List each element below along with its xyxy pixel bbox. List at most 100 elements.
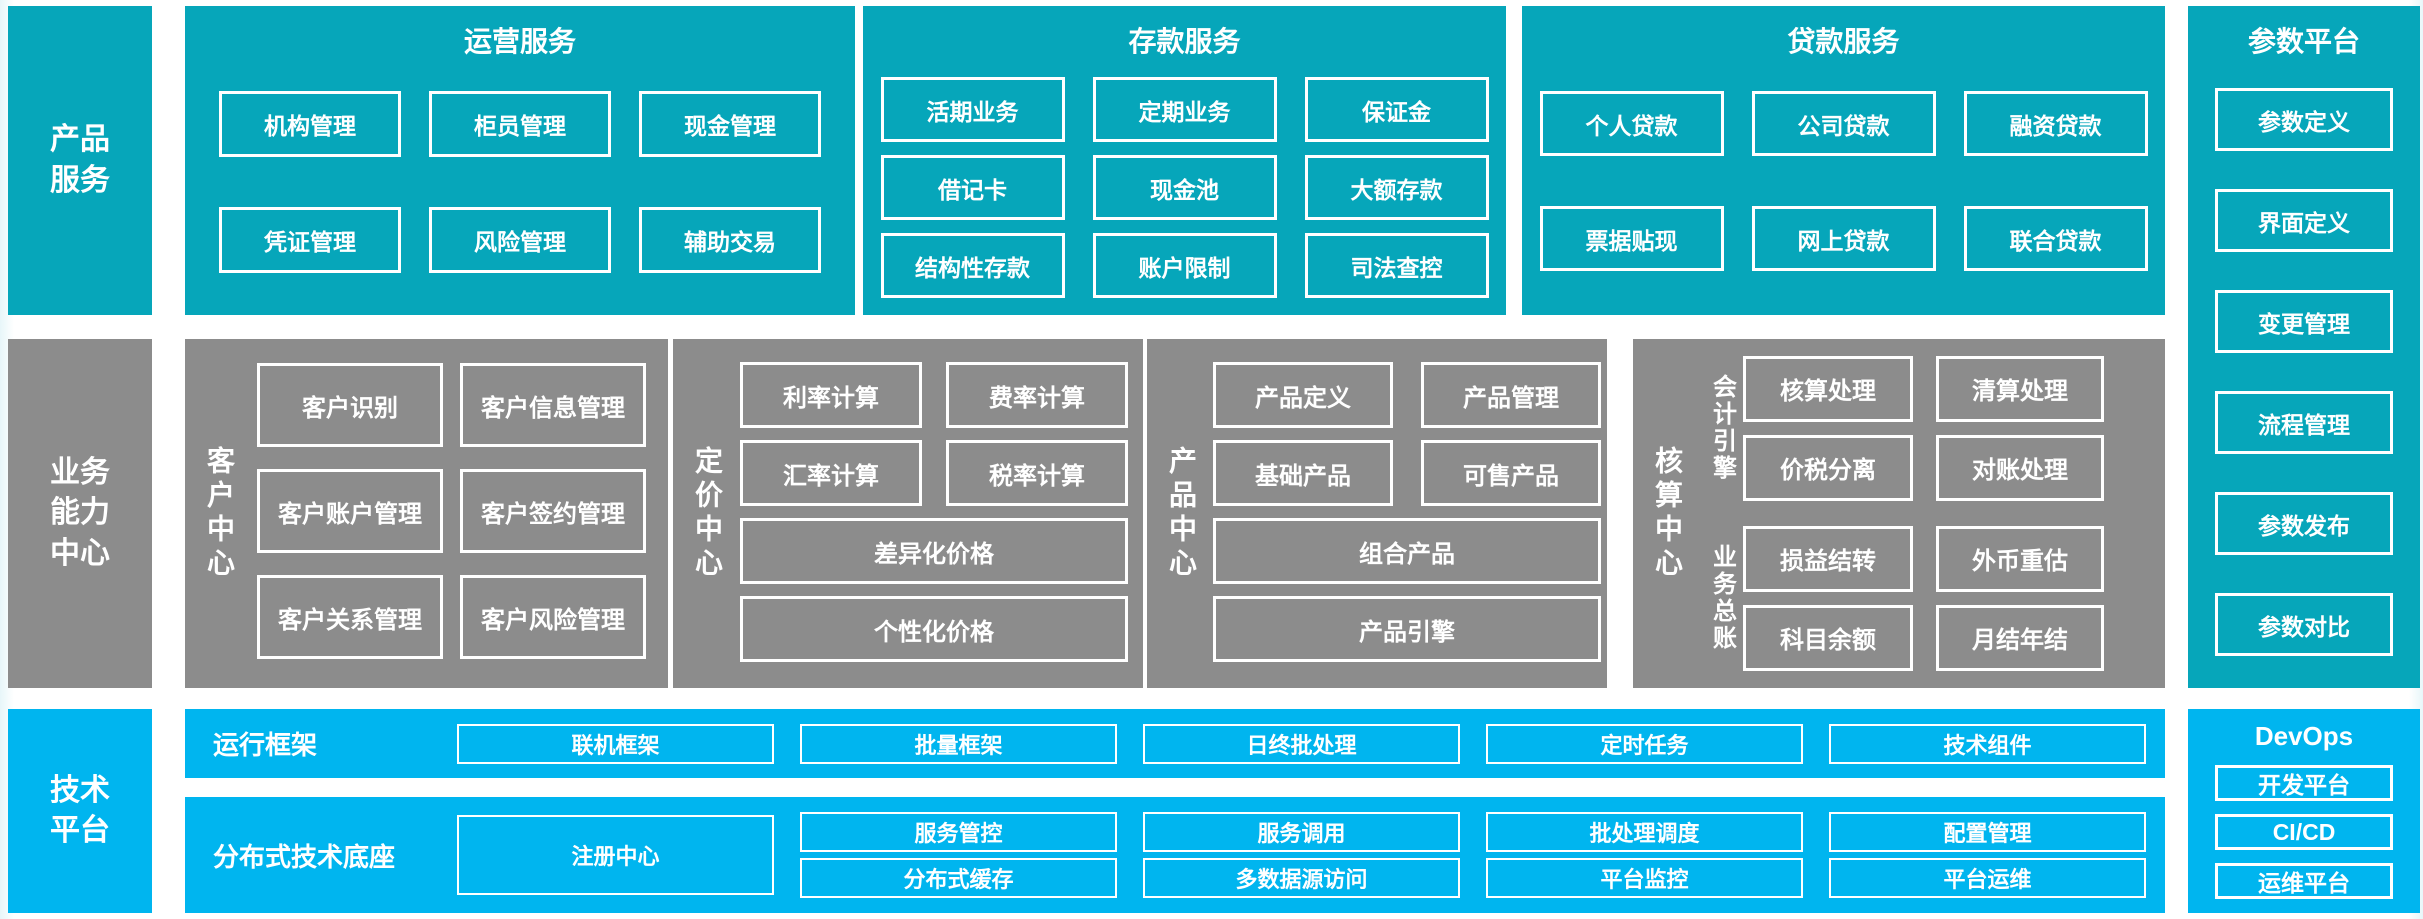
item-box: 月结年结 (1936, 604, 2104, 671)
item-box: 机构管理 (219, 91, 401, 157)
center-product: 产品中心 产品定义 产品管理 基础产品 可售产品 组合产品 产品引擎 (1147, 339, 1607, 688)
item-box: 科目余额 (1743, 604, 1913, 671)
item-box: 账户限制 (1092, 233, 1277, 298)
item-box: 票据贴现 (1539, 206, 1724, 271)
item-box: 差异化价格 (740, 518, 1128, 584)
item-box: 现金管理 (639, 91, 821, 157)
item-box: 组合产品 (1213, 518, 1601, 584)
item-box: 服务管控 (800, 812, 1117, 852)
item-box: 价税分离 (1743, 434, 1913, 501)
item-box: 客户信息管理 (460, 363, 646, 447)
item-box: 定期业务 (1092, 77, 1277, 142)
devops-title: DevOps (2254, 721, 2354, 751)
item-box: 保证金 (1304, 77, 1489, 142)
item-box: 产品管理 (1421, 362, 1601, 428)
section-title: 参数平台 (2247, 26, 2360, 57)
item-box: 个人贷款 (1539, 91, 1724, 156)
center-label: 客户中心 (204, 445, 235, 582)
item-box: 批量框架 (800, 723, 1117, 764)
item-box: 凭证管理 (219, 207, 401, 273)
item-box: 批处理调度 (1486, 812, 1803, 852)
item-box: 税率计算 (946, 440, 1128, 506)
item-box: 现金池 (1092, 155, 1277, 220)
item-box: 基础产品 (1213, 440, 1393, 506)
item-box: 平台监控 (1486, 858, 1803, 898)
item-box: 客户账户管理 (257, 469, 443, 553)
item-box: 联机框架 (457, 723, 774, 764)
section-title: 贷款服务 (1787, 26, 1900, 57)
item-box: 个性化价格 (740, 596, 1128, 662)
sidebar-label: 技术 平台 (50, 773, 110, 848)
item-box: 参数定义 (2215, 88, 2393, 151)
item-box: 费率计算 (946, 362, 1128, 428)
item-box: 公司贷款 (1751, 91, 1936, 156)
center-label: 定价中心 (692, 445, 723, 582)
item-box: 客户签约管理 (460, 469, 646, 553)
center-pricing: 定价中心 利率计算 费率计算 汇率计算 税率计算 差异化价格 个性化价格 (673, 339, 1143, 688)
item-box: 辅助交易 (639, 207, 821, 273)
item-box: 结构性存款 (880, 233, 1065, 298)
item-box: 柜员管理 (429, 91, 611, 157)
item-box: 可售产品 (1421, 440, 1601, 506)
registry-center-box: 注册中心 (457, 815, 774, 895)
section-loan-services: 贷款服务 个人贷款 公司贷款 融资贷款 票据贴现 网上贷款 联合贷款 (1522, 6, 2165, 315)
item-box: 配置管理 (1829, 812, 2146, 852)
section-devops: DevOps 开发平台 CI/CD 运维平台 (2188, 709, 2420, 913)
item-box: 大额存款 (1304, 155, 1489, 220)
item-box: 汇率计算 (740, 440, 922, 506)
group-label-business-ledger: 业务总账 (1708, 544, 1736, 652)
center-label: 核算中心 (1652, 445, 1683, 582)
group-label-accounting-engine: 会计引擎 (1708, 374, 1736, 482)
item-box: 开发平台 (2215, 765, 2393, 801)
item-box: 利率计算 (740, 362, 922, 428)
item-box: 客户关系管理 (257, 575, 443, 659)
sidebar-label: 业务 能力 中心 (50, 455, 110, 570)
item-box: 客户风险管理 (460, 575, 646, 659)
section-title: 运营服务 (463, 26, 576, 57)
runtime-framework-label: 运行框架 (213, 730, 318, 760)
item-box: 借记卡 (880, 155, 1065, 220)
item-box: 平台运维 (1829, 858, 2146, 898)
bar-distributed-tech-base: 分布式技术底座 注册中心 服务管控 分布式缓存 服务调用 多数据源访问 批处理调… (185, 797, 2165, 913)
item-box: 网上贷款 (1751, 206, 1936, 271)
item-box: 活期业务 (880, 77, 1065, 142)
item-box: 服务调用 (1143, 812, 1460, 852)
sidebar-product-services: 产品 服务 (8, 6, 152, 315)
bar-runtime-framework: 运行框架 联机框架 批量框架 日终批处理 定时任务 技术组件 (185, 709, 2165, 778)
item-box: 参数对比 (2215, 593, 2393, 656)
item-box: 融资贷款 (1963, 91, 2148, 156)
center-accounting: 核算中心 会计引擎 核算处理 清算处理 价税分离 对账处理 业务总账 损益结转 … (1633, 339, 2165, 688)
item-box: 界面定义 (2215, 189, 2393, 252)
item-box: 客户识别 (257, 363, 443, 447)
item-box: 多数据源访问 (1143, 858, 1460, 898)
item-box: 对账处理 (1936, 434, 2104, 501)
item-box: 变更管理 (2215, 290, 2393, 353)
center-customer: 客户中心 客户识别 客户信息管理 客户账户管理 客户签约管理 客户关系管理 客户… (185, 339, 668, 688)
item-box: 参数发布 (2215, 492, 2393, 555)
item-box: 流程管理 (2215, 391, 2393, 454)
item-box: 定时任务 (1486, 723, 1803, 764)
item-box: 损益结转 (1743, 525, 1913, 592)
item-box: 司法查控 (1304, 233, 1489, 298)
item-box: CI/CD (2215, 814, 2393, 850)
item-box: 日终批处理 (1143, 723, 1460, 764)
item-box: 联合贷款 (1963, 206, 2148, 271)
section-parameter-platform: 参数平台 参数定义 界面定义 变更管理 流程管理 参数发布 参数对比 (2188, 6, 2420, 688)
sidebar-business-capability-center: 业务 能力 中心 (8, 339, 152, 688)
item-box: 清算处理 (1936, 355, 2104, 422)
section-title: 存款服务 (1128, 26, 1241, 57)
distributed-base-label: 分布式技术底座 (213, 841, 396, 872)
item-box: 风险管理 (429, 207, 611, 273)
sidebar-tech-platform: 技术 平台 (8, 709, 152, 913)
center-label: 产品中心 (1166, 445, 1197, 582)
section-operations-services: 运营服务 机构管理 柜员管理 现金管理 凭证管理 风险管理 辅助交易 (185, 6, 855, 315)
sidebar-label: 产品 服务 (50, 123, 110, 197)
item-box: 外币重估 (1936, 525, 2104, 592)
item-box: 分布式缓存 (800, 858, 1117, 898)
item-box: 产品引擎 (1213, 596, 1601, 662)
item-box: 运维平台 (2215, 863, 2393, 899)
item-box: 产品定义 (1213, 362, 1393, 428)
item-box: 核算处理 (1743, 355, 1913, 422)
item-box: 技术组件 (1829, 723, 2146, 764)
